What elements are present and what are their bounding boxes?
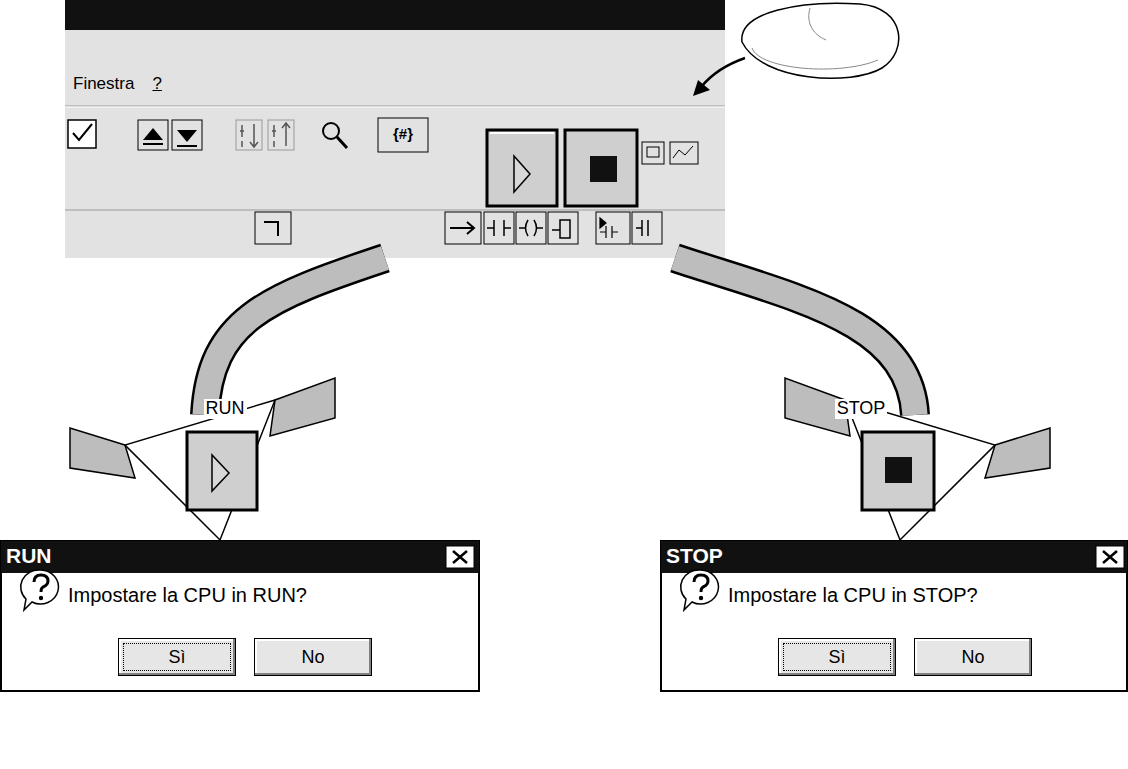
toolbar-screenshot	[65, 0, 725, 258]
dialog-message: Impostare la CPU in RUN?	[68, 584, 307, 607]
menu-item: Finestra	[73, 74, 134, 94]
curved-arrow	[70, 258, 385, 540]
curved-arrow	[675, 258, 1050, 540]
dialog-message: Impostare la CPU in STOP?	[728, 584, 978, 607]
dialog-title: STOP	[666, 544, 723, 568]
icon-label: {#}	[393, 125, 413, 142]
dialog-button: Sì	[778, 638, 896, 676]
edge-label: RUN	[204, 399, 247, 419]
dialog-box: RUN Impostare la CPU in RUN? Sì No	[0, 540, 480, 692]
menu-item: ?	[152, 74, 161, 94]
dialog-button: Sì	[118, 638, 236, 676]
edge-label: STOP	[835, 399, 888, 419]
stop-button-icon	[862, 432, 934, 510]
dialog-frame	[1, 541, 479, 691]
dialog-button: No	[914, 638, 1032, 676]
mouse-illustration	[693, 3, 899, 96]
dialog-box: STOPImpostare la CPU in STOP? Sì No	[660, 540, 1128, 692]
dialog-title: RUN	[6, 544, 52, 568]
dialog-button: No	[254, 638, 372, 676]
button-label: No	[301, 647, 324, 668]
dialog-frame	[661, 541, 1127, 691]
button-label: No	[961, 647, 984, 668]
run-button-icon	[187, 432, 257, 510]
button-label: Sì	[168, 647, 185, 668]
button-label: Sì	[828, 647, 845, 668]
